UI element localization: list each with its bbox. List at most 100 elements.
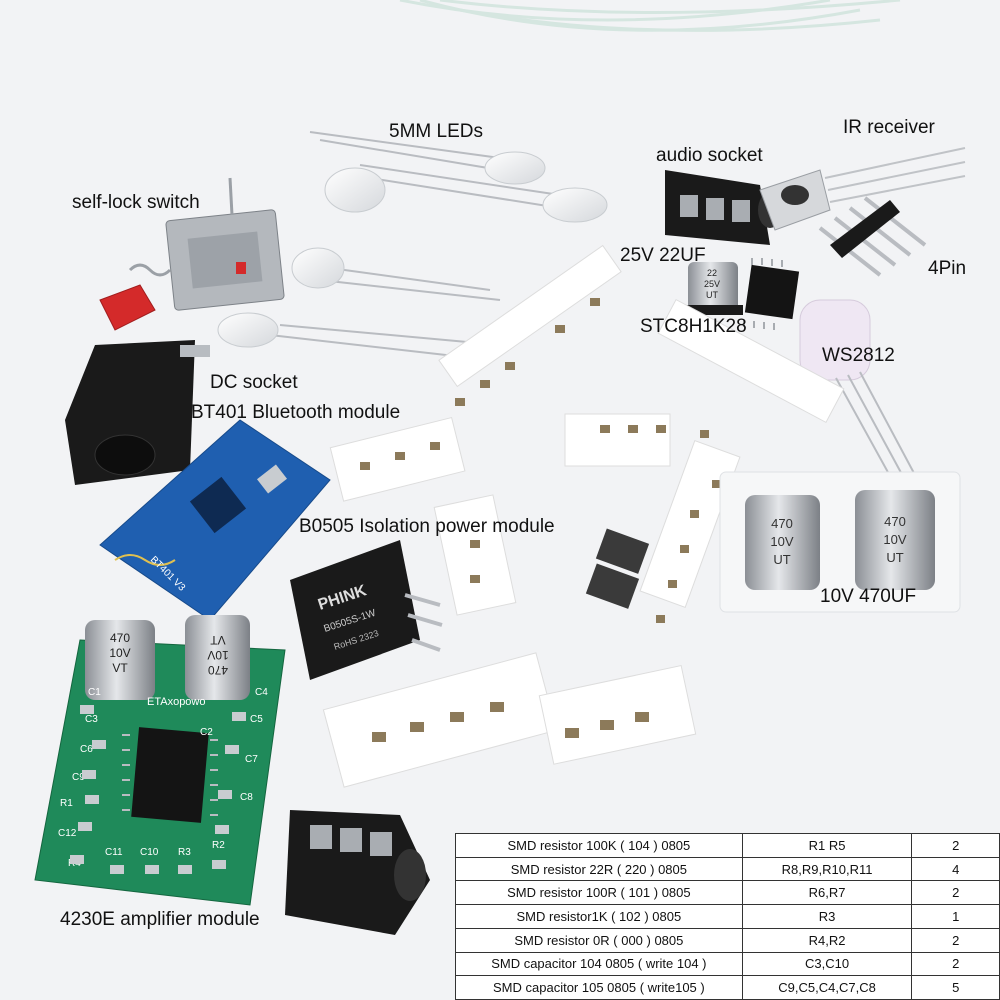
led-group xyxy=(217,131,608,361)
pcb-label-c9: C9 xyxy=(72,772,85,783)
bom-cell-quantity: 2 xyxy=(911,927,1000,953)
label-bt401-module: BT401 Bluetooth module xyxy=(191,402,401,423)
pin-header xyxy=(818,196,927,277)
led-2 xyxy=(542,187,608,223)
cap-c-voltage: 10V xyxy=(770,534,793,549)
bom-cell-quantity: 2 xyxy=(911,833,1000,858)
pcb-label-r1: R1 xyxy=(60,798,73,809)
bom-cell-reference: C9,C5,C4,C7,C8 xyxy=(741,975,913,1000)
pcb-label-c6: C6 xyxy=(80,744,93,755)
smd-inductors xyxy=(585,528,650,609)
cap-c-series: UT xyxy=(773,552,790,567)
label-5mm-leds: 5MM LEDs xyxy=(389,121,483,142)
led-1 xyxy=(484,151,546,185)
pcb-label-c2: C2 xyxy=(200,727,213,738)
cap-a-series: VT xyxy=(112,661,128,675)
pcb-label-c1: C1 xyxy=(88,687,101,698)
capacitor-470uf-c: 470 10V UT xyxy=(745,495,820,590)
label-10v-470uf: 10V 470UF xyxy=(820,586,917,607)
pcb-label-c10: C10 xyxy=(140,847,159,858)
bom-row: SMD capacitor 105 0805 ( write105 )C9,C5… xyxy=(455,975,1000,1000)
small-cap-value: 22 xyxy=(707,268,717,278)
cap-b-voltage: 10V xyxy=(207,648,228,662)
bom-cell-part: SMD resistor 100K ( 104 ) 0805 xyxy=(455,833,743,858)
bom-cell-quantity: 4 xyxy=(911,856,1000,882)
pcb-label-c8: C8 xyxy=(240,792,253,803)
label-b0505-module: B0505 Isolation power module xyxy=(299,516,555,537)
small-capacitor: 22 25V UT xyxy=(683,262,743,315)
bom-cell-part: SMD capacitor 105 0805 ( write105 ) xyxy=(455,975,743,1000)
wire-coil xyxy=(399,0,901,32)
audio-socket-bottom xyxy=(285,810,430,935)
label-stc8h1k28: STC8H1K28 xyxy=(640,316,747,337)
pcb-silkscreen-text: ETAxopowo xyxy=(147,696,206,708)
led-5 xyxy=(217,312,279,348)
pcb-label-c3: C3 xyxy=(85,714,98,725)
bom-cell-reference: R6,R7 xyxy=(741,880,913,906)
bom-cell-reference: R1 R5 xyxy=(741,833,913,858)
pcb-label-c4: C4 xyxy=(255,687,268,698)
label-ir-receiver: IR receiver xyxy=(843,117,935,138)
cap-b-series: VT xyxy=(210,633,226,647)
audio-socket-top xyxy=(665,170,782,245)
led-3 xyxy=(324,167,386,213)
bom-cell-reference: C3,C10 xyxy=(741,951,913,977)
cap-d-series: UT xyxy=(886,550,903,565)
ws2812-led xyxy=(799,299,916,486)
bom-cell-quantity: 5 xyxy=(911,975,1000,1000)
cap-d-voltage: 10V xyxy=(883,532,906,547)
small-cap-series: UT xyxy=(706,290,718,300)
bom-cell-reference: R3 xyxy=(741,904,913,929)
label-audio-socket: audio socket xyxy=(656,145,763,166)
cap-b-value: 470 xyxy=(208,663,228,677)
bom-cell-quantity: 2 xyxy=(911,880,1000,906)
bom-cell-part: SMD resistor 22R ( 220 ) 0805 xyxy=(455,856,743,882)
bom-cell-part: SMD resistor1K ( 102 ) 0805 xyxy=(455,904,743,929)
self-lock-switch xyxy=(99,177,285,331)
label-dc-socket: DC socket xyxy=(210,372,298,393)
capacitor-470uf-a: 470 10V VT xyxy=(85,620,155,700)
pcb-label-c11: C11 xyxy=(105,847,123,858)
label-4pin: 4Pin xyxy=(928,258,967,279)
b0505-module: PHINK B0505S-1W RoHS 2323 xyxy=(290,540,443,680)
pcb-label-c5: C5 xyxy=(250,714,263,725)
label-25v-22uf: 25V 22UF xyxy=(620,245,706,266)
bom-cell-reference: R8,R9,R10,R11 xyxy=(741,856,913,882)
bom-cell-quantity: 2 xyxy=(911,951,1000,977)
small-cap-voltage: 25V xyxy=(704,279,720,289)
dc-socket xyxy=(65,340,210,485)
label-self-lock-switch: self-lock switch xyxy=(72,192,200,213)
label-ws2812: WS2812 xyxy=(822,345,895,366)
ir-receiver xyxy=(759,147,966,231)
smd-tape-strips xyxy=(322,244,845,788)
cap-a-voltage: 10V xyxy=(109,646,130,660)
bom-cell-quantity: 1 xyxy=(911,904,1000,929)
pcb-label-c12: C12 xyxy=(58,828,77,839)
capacitor-470uf-d: 470 10V UT xyxy=(855,490,935,590)
pcb-label-c7: C7 xyxy=(245,754,258,765)
label-4230e-module: 4230E amplifier module xyxy=(60,909,260,930)
bom-cell-part: SMD resistor 0R ( 000 ) 0805 xyxy=(455,927,743,953)
led-4 xyxy=(291,247,345,289)
mcu-chip xyxy=(743,258,800,330)
cap-a-value: 470 xyxy=(110,631,130,645)
pcb-label-r3: R3 xyxy=(178,847,191,858)
bom-cell-reference: R4,R2 xyxy=(741,927,913,953)
cap-d-value: 470 xyxy=(884,514,906,529)
cap-c-value: 470 xyxy=(771,516,793,531)
amplifier-pcb: 470 10V VT 470 10V VT R1 C12 R4 C11 C10 … xyxy=(34,615,286,906)
bom-cell-part: SMD capacitor 104 0805 ( write 104 ) xyxy=(455,951,743,977)
capacitor-470uf-b: 470 10V VT xyxy=(185,615,250,700)
cap-tape: 470 10V UT 470 10V UT xyxy=(719,471,961,613)
bom-row: SMD capacitor 104 0805 ( write 104 )C3,C… xyxy=(455,951,1000,977)
bom-cell-part: SMD resistor 100R ( 101 ) 0805 xyxy=(455,880,743,906)
pcb-label-r2: R2 xyxy=(212,840,225,851)
